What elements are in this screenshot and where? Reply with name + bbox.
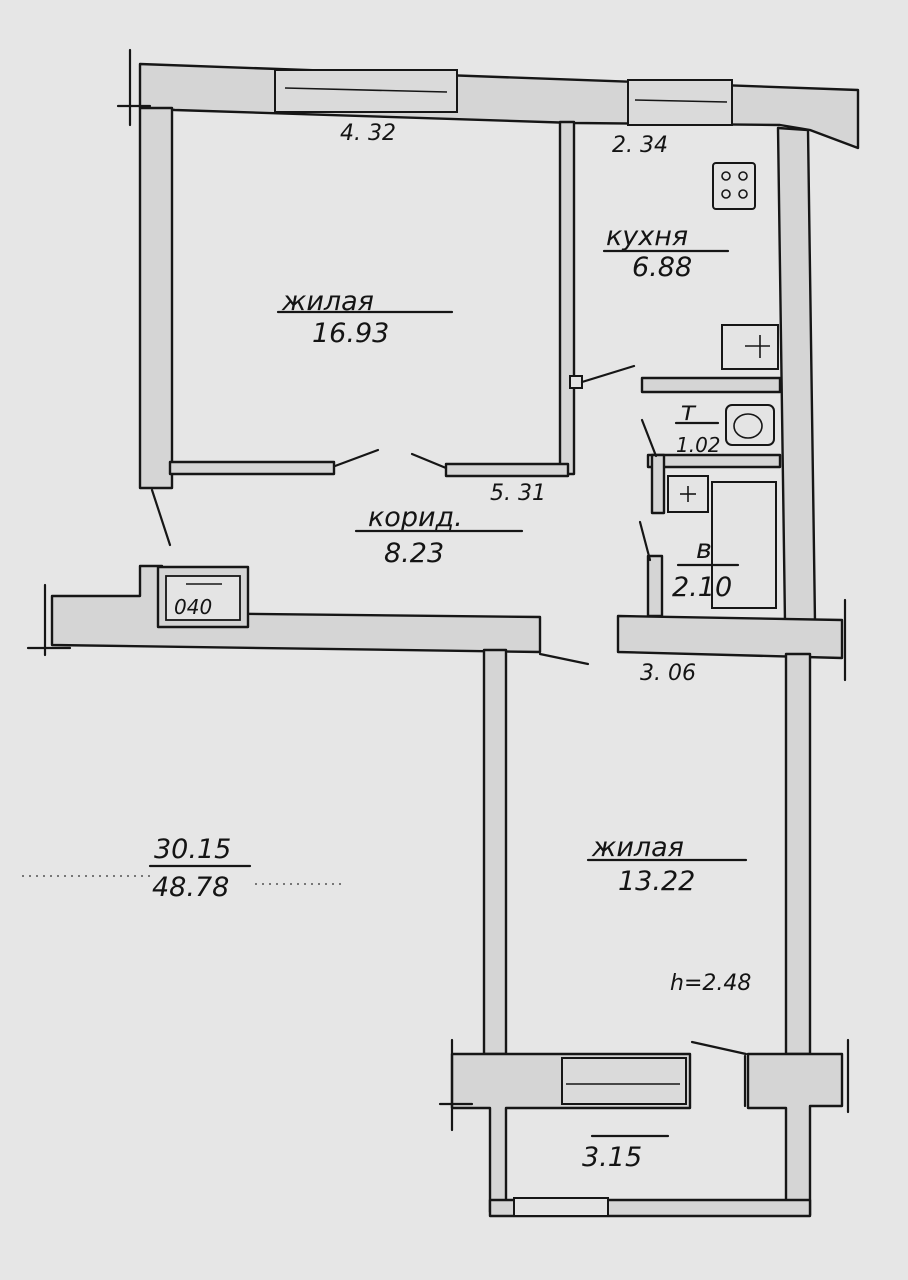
sink-icon xyxy=(721,324,779,370)
bath-area: 2.10 xyxy=(672,572,732,603)
ceiling-height: h=2.48 xyxy=(670,971,751,996)
bathtub-icon xyxy=(711,481,777,609)
stove-icon xyxy=(712,162,756,210)
right-exterior-wall xyxy=(776,126,817,624)
corridor-area: 8.23 xyxy=(384,538,444,569)
living-room-top-area: 16.93 xyxy=(312,318,389,349)
dimension-bottom-wall: 3. 06 xyxy=(640,661,696,686)
living-room-bottom-name: жилая xyxy=(591,832,684,863)
bottom-room-left-wall xyxy=(482,648,508,1056)
living-room-bottom-wall-right xyxy=(444,462,570,478)
dimension-corridor-wall: 5. 31 xyxy=(490,481,546,506)
toilet-name: т xyxy=(680,396,697,427)
balcony-area: 3.15 xyxy=(582,1142,642,1173)
dimension-top-left: 4. 32 xyxy=(340,121,396,146)
bath-name: в xyxy=(696,534,712,565)
corridor-bottom-wall-right xyxy=(616,614,844,660)
left-exterior-wall xyxy=(138,106,174,490)
bathroom-block xyxy=(640,376,782,618)
kitchen-fixtures xyxy=(712,162,779,370)
partition-living-kitchen xyxy=(558,120,576,476)
kitchen-area: 6.88 xyxy=(632,252,692,283)
corridor-name: корид. xyxy=(368,502,463,533)
total-living-area: 30.15 xyxy=(154,834,231,865)
corridor-bottom-wall-left xyxy=(50,564,542,654)
dimension-top-right: 2. 34 xyxy=(612,133,668,158)
living-room-bottom-area: 13.22 xyxy=(618,866,695,897)
top-exterior-wall xyxy=(116,48,860,150)
toilet-area: 1.02 xyxy=(676,433,721,457)
window-bottom xyxy=(561,1057,687,1105)
kitchen-name: кухня xyxy=(606,221,688,252)
closet xyxy=(156,565,250,629)
bottom-room-right-wall xyxy=(784,652,812,1056)
total-area: 48.78 xyxy=(152,872,229,903)
living-room-bottom-wall-left xyxy=(168,460,336,476)
door-swings xyxy=(150,364,748,1108)
closet-area: 040 xyxy=(174,595,212,619)
balcony-walls xyxy=(438,1038,850,1218)
washbasin-icon xyxy=(725,404,775,446)
